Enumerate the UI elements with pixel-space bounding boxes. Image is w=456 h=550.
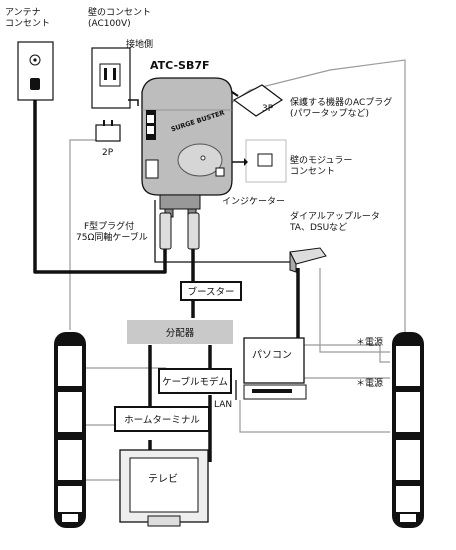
router-label-2: TA、DSUなど xyxy=(290,223,348,233)
antenna-outlet-label-2: コンセント xyxy=(5,19,51,29)
modular-outlet-label-1: 壁のモジュラー xyxy=(290,156,353,166)
atc-sb7f-unit xyxy=(141,77,233,218)
model-label: ATC-SB7F xyxy=(150,59,210,72)
power-strip-left xyxy=(54,332,86,528)
plug-3p xyxy=(231,84,284,117)
f-plug-label-1: F型プラグ付 xyxy=(84,222,135,232)
power-strip-right xyxy=(392,332,424,528)
power-label-2: ＊電源 xyxy=(356,379,384,389)
cable-modem-box: ケーブルモデム xyxy=(158,368,232,394)
tv-set xyxy=(119,449,209,527)
protected-plug-label-2: (パワータップなど) xyxy=(290,109,370,119)
antenna-outlet-label-1: アンテナ xyxy=(5,8,41,18)
tv-label: テレビ xyxy=(148,474,178,485)
plug-2p-label: 2P xyxy=(102,148,114,158)
booster-box: ブースター xyxy=(180,281,242,301)
antenna-outlet-plate xyxy=(17,41,54,101)
f-plug-label-2: 75Ω同軸ケーブル xyxy=(76,233,148,243)
router-label-1: ダイアルアップルータ xyxy=(290,212,380,222)
plug-3p-label: 3P xyxy=(262,104,274,114)
dialup-router xyxy=(289,247,327,273)
wall-outlet-plate xyxy=(91,47,139,109)
coax-cable xyxy=(33,90,167,274)
power-label-1: ＊電源 xyxy=(356,338,384,348)
wall-outlet-label-2: (AC100V) xyxy=(88,19,131,29)
lan-label: LAN xyxy=(214,400,233,410)
indicator-label: インジケーター xyxy=(222,197,286,207)
modular-outlet-label-2: コンセント xyxy=(290,167,336,177)
modular-outlet xyxy=(232,139,287,183)
cord-2p xyxy=(69,139,98,330)
f-plug-connectors xyxy=(159,212,200,250)
ground-side-label: 接地側 xyxy=(126,40,154,50)
pc-unit xyxy=(243,337,307,400)
home-terminal-box: ホームターミナル xyxy=(114,406,210,432)
pc-label: パソコン xyxy=(252,350,292,361)
plug-2p xyxy=(95,120,121,142)
protected-plug-label-1: 保護する機器のACプラグ xyxy=(290,98,393,108)
wall-outlet-label-1: 壁のコンセント xyxy=(88,8,152,18)
splitter-box: 分配器 xyxy=(127,320,233,344)
